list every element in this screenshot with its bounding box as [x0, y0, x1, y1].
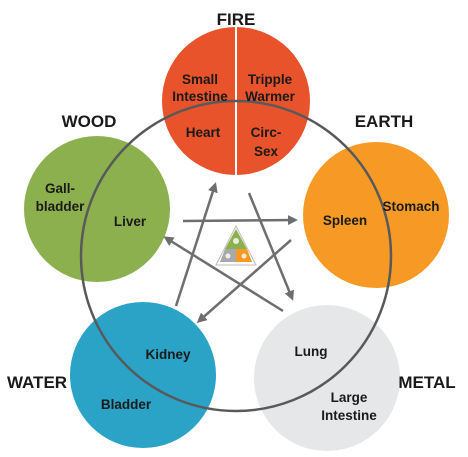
organ-gallbladder-line2: bladder [36, 199, 86, 214]
organ-liver: Liver [114, 214, 147, 229]
wood-circle [24, 136, 170, 282]
generating-cycle-ring [79, 99, 393, 413]
organ-circ-sex-line1: Circ- [251, 125, 282, 140]
earth-label: EARTH [355, 112, 414, 131]
fire-label: FIRE [217, 10, 256, 29]
water-circle [70, 302, 216, 448]
organ-spleen: Spleen [323, 213, 367, 228]
organ-circ-sex-line2: Sex [254, 144, 279, 159]
metal-label: METAL [398, 373, 455, 392]
organ-large-intestine-line2: Intestine [321, 408, 377, 423]
organ-gallbladder-line1: Gall- [45, 181, 75, 196]
earth-circle [303, 142, 449, 288]
wood-label: WOOD [62, 112, 117, 131]
arrow-earth-to-water [196, 239, 292, 323]
organ-lung: Lung [295, 344, 328, 359]
organ-tripple-line2: Warmer [245, 89, 296, 104]
organ-tripple-line1: Tripple [248, 72, 293, 87]
arrow-fire-to-metal [247, 192, 294, 301]
metal-circle [254, 305, 400, 451]
organ-kidney: Kidney [145, 347, 191, 362]
arrow-metal-to-wood [163, 236, 284, 313]
organ-small-line2: Intestine [172, 89, 228, 104]
water-label: WATER [7, 373, 67, 392]
organ-stomach: Stomach [382, 199, 439, 214]
organ-large-intestine-line1: Large [331, 390, 368, 405]
five-elements-triangle-icon [215, 224, 257, 266]
organ-heart: Heart [186, 125, 221, 140]
organ-small-line1: Small [182, 72, 218, 87]
arrow-wood-to-earth [182, 215, 298, 226]
organ-bladder: Bladder [101, 397, 152, 412]
arrow-water-to-fire [174, 182, 218, 307]
